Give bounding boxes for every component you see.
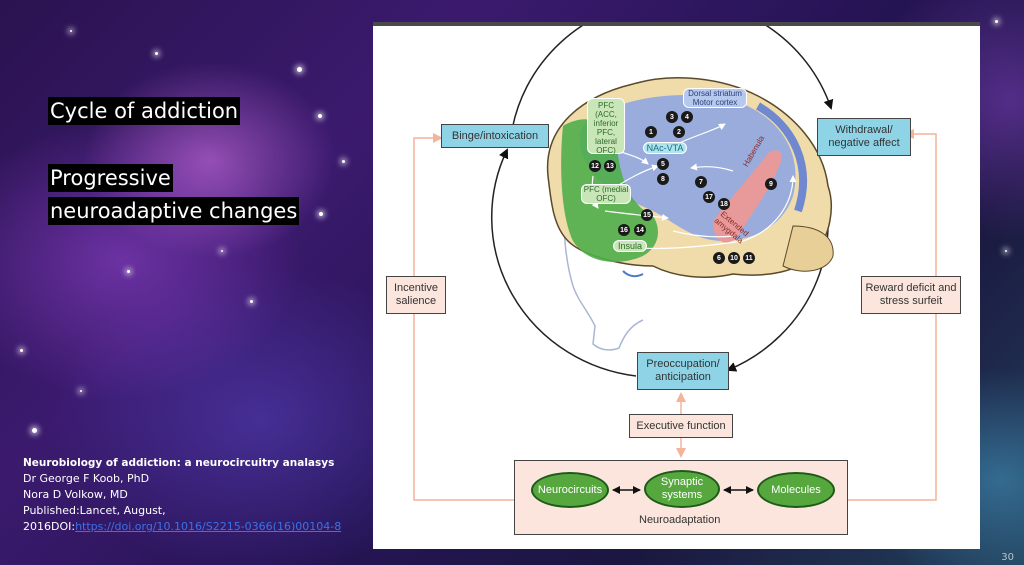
synaptic-systems-label: Synaptic systems: [660, 476, 704, 501]
slide-number: 30: [1001, 552, 1014, 563]
badge-18: 18: [718, 198, 730, 210]
stage-withdrawal-negative-affect: Withdrawal/ negative affect: [817, 118, 911, 156]
slide-subtitle-line-1: Progressive: [48, 164, 173, 192]
arrow-preoccupation-to-binge: [490, 148, 637, 377]
stage-binge-label: Binge/intoxication: [451, 129, 539, 142]
badge-15: 15: [641, 209, 653, 221]
domain-reward-deficit: Reward deficit and stress surfeit: [861, 276, 961, 314]
badge-3: 3: [666, 111, 678, 123]
region-dorsal-striatum: Dorsal striatum Motor cortex: [683, 88, 747, 108]
neurocircuits-label: Neurocircuits: [537, 483, 603, 496]
stage-preoccupation-label: Preoccupation/ anticipation: [646, 358, 720, 383]
badge-9: 9: [765, 178, 777, 190]
diagram-panel: Binge/intoxication Withdrawal/ negative …: [373, 22, 980, 549]
badge-10: 10: [728, 252, 740, 264]
badge-13: 13: [604, 160, 616, 172]
neuroadaptation-label: Neuroadaptation: [639, 514, 721, 526]
badge-11: 11: [743, 252, 755, 264]
reference-title: Neurobiology of addiction: a neurocircui…: [23, 457, 335, 469]
oval-synaptic-systems: Synaptic systems: [644, 470, 720, 508]
reference-author-2: Nora D Volkow, MD: [23, 488, 128, 501]
stage-binge-intoxication: Binge/intoxication: [441, 124, 549, 148]
badge-17: 17: [703, 191, 715, 203]
badge-14: 14: [634, 224, 646, 236]
badge-5: 5: [657, 158, 669, 170]
domain-reward-label: Reward deficit and stress surfeit: [865, 282, 957, 307]
region-insula: Insula: [613, 240, 647, 252]
arrow-binge-to-withdrawal: [510, 26, 834, 137]
doi-prefix: 2016DOI:: [23, 520, 76, 533]
badge-12: 12: [589, 160, 601, 172]
region-pfc-medial: PFC (medial OFC): [581, 184, 631, 204]
oval-neurocircuits: Neurocircuits: [531, 472, 609, 508]
arrow-neuro-to-binge: [413, 133, 514, 501]
eye-outline: [622, 270, 644, 278]
badge-16: 16: [618, 224, 630, 236]
feedback-arrows: [413, 129, 937, 501]
oval-molecules: Molecules: [757, 472, 835, 508]
badge-1: 1: [645, 126, 657, 138]
stage-withdrawal-label: Withdrawal/ negative affect: [828, 124, 900, 149]
domain-incentive-salience: Incentive salience: [386, 276, 446, 314]
badge-6: 6: [713, 252, 725, 264]
reference-doi-line: 2016DOI:https://doi.org/10.1016/S2215-03…: [23, 519, 353, 535]
domain-incentive-label: Incentive salience: [393, 282, 439, 307]
reference-published: Published:Lancet, August,: [23, 504, 166, 517]
slide-subtitle-line-2: neuroadaptive changes: [48, 197, 300, 225]
domain-executive-label: Executive function: [636, 419, 726, 432]
badge-4: 4: [681, 111, 693, 123]
reference-author-1: Dr George F Koob, PhD: [23, 472, 150, 485]
badge-2: 2: [673, 126, 685, 138]
domain-executive-function: Executive function: [629, 414, 733, 438]
reference-block: Neurobiology of addiction: a neurocircui…: [23, 455, 353, 535]
region-pfc-lateral: PFC (ACC, inferior PFC, lateral OFC): [587, 98, 625, 155]
stage-preoccupation-anticipation: Preoccupation/ anticipation: [637, 352, 729, 390]
region-nac-vta: NAc-VTA: [643, 142, 687, 154]
badge-7: 7: [695, 176, 707, 188]
arrow-neuro-to-withdrawal: [848, 129, 937, 501]
doi-link[interactable]: https://doi.org/10.1016/S2215-0366(16)00…: [75, 520, 342, 533]
slide-title: Cycle of addiction: [48, 97, 241, 125]
molecules-label: Molecules: [771, 483, 821, 496]
badge-8: 8: [657, 173, 669, 185]
